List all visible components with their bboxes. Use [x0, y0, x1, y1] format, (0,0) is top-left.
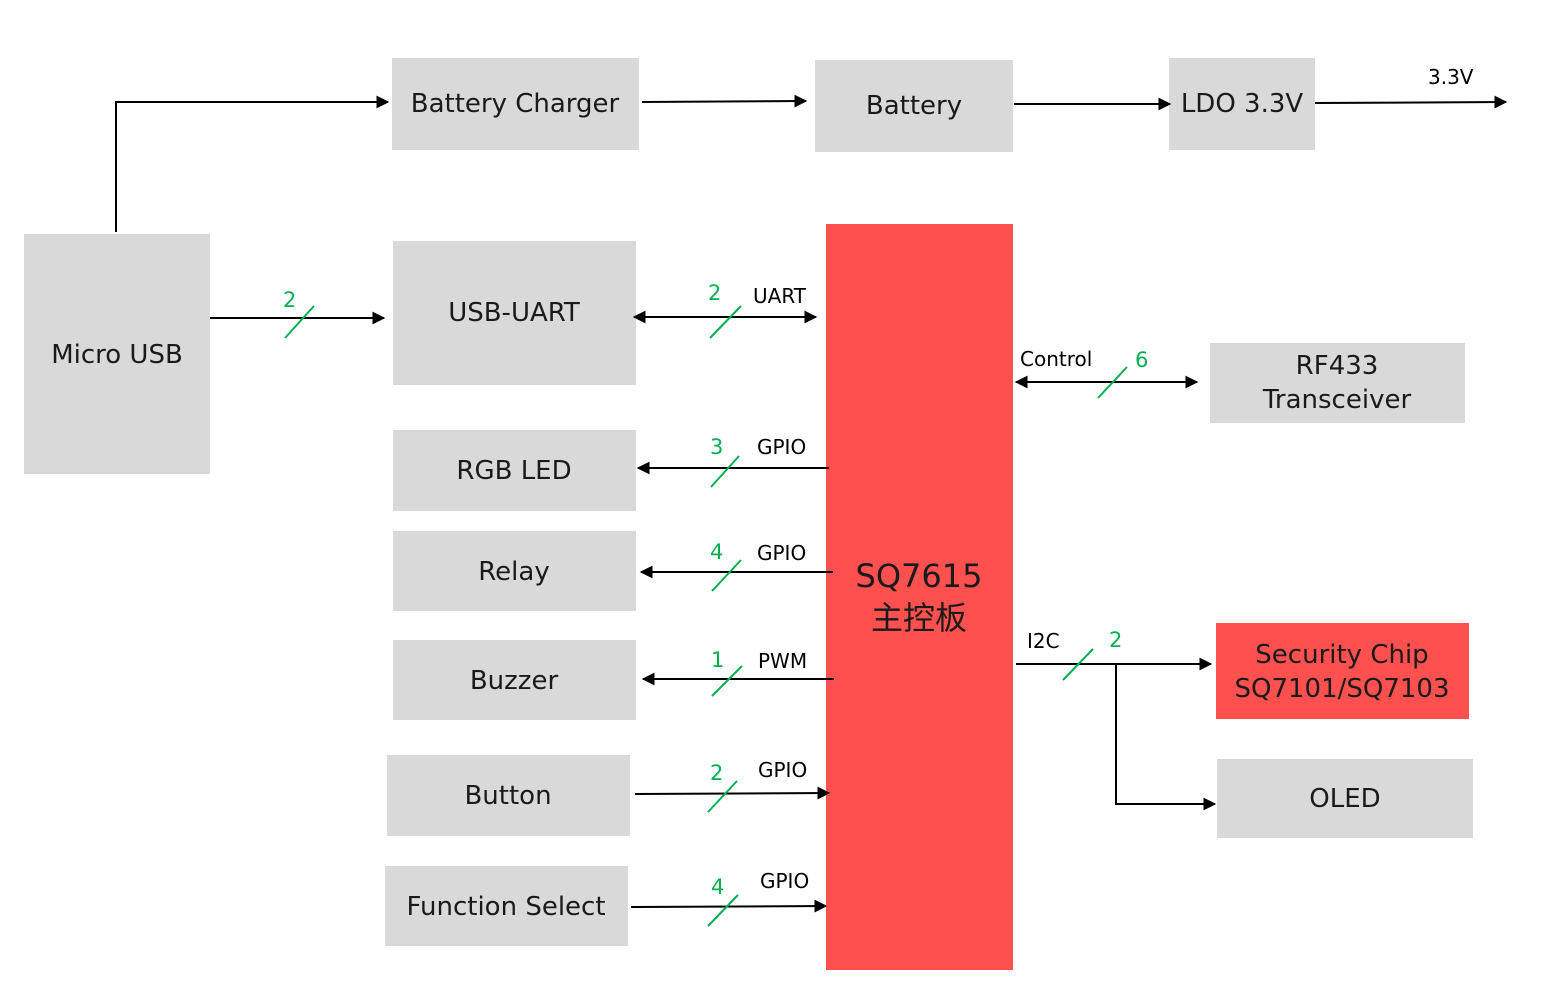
- block-function-select: Function Select: [385, 866, 628, 946]
- usb-bus-width: 2: [283, 288, 296, 312]
- block-oled: OLED: [1217, 759, 1473, 838]
- usb-bus-width-marker: [284, 305, 315, 339]
- relay-bus-width: 4: [710, 540, 723, 564]
- relay-bus-width-marker: [711, 559, 742, 592]
- i2c-bus-width-marker: [1062, 648, 1094, 681]
- micro-usb-label: Micro USB: [51, 340, 183, 370]
- function-select-bus-width: 4: [711, 875, 724, 899]
- i2c-to-oled-arrow: [1115, 664, 1217, 811]
- security-chip-model: SQ7101/SQ7103: [1234, 674, 1449, 704]
- block-usb-uart: USB-UART: [393, 241, 636, 385]
- button-bus-width: 2: [710, 761, 723, 785]
- rf433-bus-width-marker: [1097, 366, 1128, 399]
- buzzer-bus-width-marker: [711, 665, 743, 697]
- button-bus-width-marker: [707, 780, 738, 813]
- button-label: Button: [464, 781, 551, 811]
- buzzer-label: Buzzer: [470, 666, 559, 696]
- block-security-chip: Security Chip SQ7101/SQ7103: [1216, 623, 1469, 719]
- block-relay: Relay: [393, 531, 636, 611]
- relay-label: Relay: [478, 557, 549, 587]
- mcu-label-cn: 主控板: [871, 599, 967, 637]
- rf433-sublabel: Transceiver: [1262, 385, 1412, 415]
- oled-label: OLED: [1309, 784, 1380, 814]
- i2c-bus-width: 2: [1109, 628, 1122, 652]
- rf433-label: RF433: [1296, 351, 1379, 381]
- button-to-mcu-arrow: [634, 786, 831, 800]
- block-battery-charger: Battery Charger: [392, 58, 639, 150]
- mcu-label-model: SQ7615: [856, 557, 983, 595]
- function-select-to-mcu-arrow: [630, 899, 828, 913]
- block-buzzer: Buzzer: [393, 640, 636, 720]
- block-rgb-led: RGB LED: [393, 430, 636, 511]
- function-select-bus-label: GPIO: [760, 869, 809, 893]
- charger-to-battery-arrow: [641, 94, 808, 108]
- function-select-bus-width-marker: [707, 894, 739, 927]
- button-bus-label: GPIO: [758, 758, 807, 782]
- rgb-led-label: RGB LED: [456, 456, 571, 486]
- rf433-bus-width: 6: [1135, 348, 1148, 372]
- usb-uart-label: USB-UART: [448, 298, 580, 328]
- rgb-led-bus-width-marker: [710, 455, 740, 488]
- rgb-led-bus-width: 3: [710, 435, 723, 459]
- relay-bus-label: GPIO: [757, 541, 806, 565]
- block-ldo: LDO 3.3V: [1169, 58, 1315, 150]
- block-battery: Battery: [815, 60, 1013, 152]
- rgb-led-bus-label: GPIO: [757, 435, 806, 459]
- uart-bus-width: 2: [708, 281, 721, 305]
- function-select-label: Function Select: [406, 892, 605, 922]
- i2c-bus-label: I2C: [1027, 629, 1060, 653]
- buzzer-bus-label: PWM: [758, 649, 807, 673]
- buzzer-bus-width: 1: [711, 648, 724, 672]
- rf433-bus-label: Control: [1020, 347, 1092, 371]
- ldo-output-arrow: [1314, 95, 1508, 109]
- uart-bus-label: UART: [753, 284, 807, 308]
- security-chip-label: Security Chip: [1255, 640, 1428, 670]
- ldo-label: LDO 3.3V: [1181, 89, 1304, 119]
- block-button: Button: [387, 755, 630, 836]
- usb-to-charger-arrow: [115, 95, 390, 232]
- block-rf433: RF433 Transceiver: [1210, 343, 1465, 423]
- block-micro-usb: Micro USB: [24, 234, 210, 474]
- block-mcu: SQ7615 主控板: [826, 224, 1013, 970]
- output-voltage-label: 3.3V: [1428, 65, 1474, 89]
- uart-bus-width-marker: [709, 305, 742, 339]
- battery-label: Battery: [866, 91, 962, 121]
- battery-charger-label: Battery Charger: [411, 89, 620, 119]
